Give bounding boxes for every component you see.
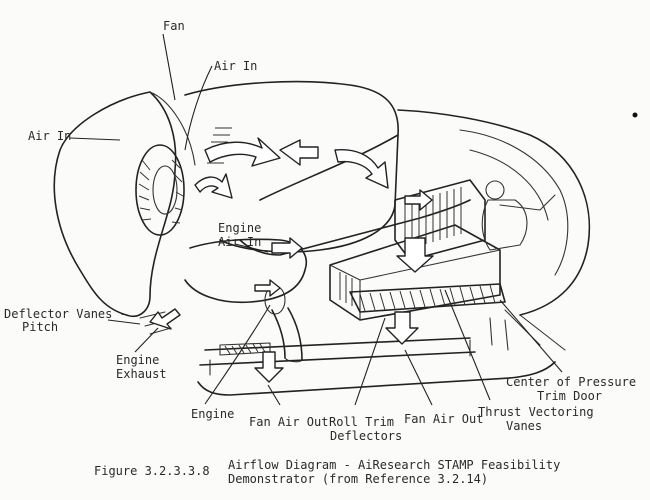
ink-dot (632, 112, 638, 118)
label-deflector-vanes-line2: Pitch (22, 320, 58, 334)
label-fan: Fan (163, 19, 185, 33)
label-thrust-vectoring-line1: Thrust Vectoring (478, 405, 594, 419)
label-deflector-vanes-line1: Deflector Vanes - (4, 307, 127, 321)
label-fan-air-out-left: Fan Air Out (249, 415, 328, 429)
pilot-figure-icon (481, 180, 556, 251)
leader-lines (69, 33, 563, 406)
caption-figure-number: Figure 3.2.3.3.8 (94, 464, 210, 478)
caption-line2: Demonstrator (from Reference 3.2.14) (228, 472, 488, 486)
label-engine-air-in-line1: Engine (218, 221, 261, 235)
label-fan-air-out-right: Fan Air Out (404, 412, 483, 426)
label-air-in-left: Air In (28, 129, 71, 143)
label-engine-exhaust-line1: Engine (116, 353, 159, 367)
label-engine-air-in-line2: Air In (218, 235, 261, 249)
label-roll-trim-line2: Deflectors (330, 429, 402, 443)
label-roll-trim-line1: Roll Trim (329, 415, 394, 429)
label-thrust-vectoring-line2: Vanes (506, 419, 542, 433)
label-air-in-top: Air In (214, 59, 257, 73)
airflow-arrows (149, 137, 434, 383)
label-center-of-pressure-line1: Center of Pressure (506, 375, 636, 389)
label-engine-exhaust-line2: Exhaust (116, 367, 167, 381)
caption-line1: Airflow Diagram - AiResearch STAMP Feasi… (228, 458, 560, 472)
label-center-of-pressure-line2: Trim Door (537, 389, 602, 403)
figure-caption: Figure 3.2.3.3.8 Airflow Diagram - AiRes… (94, 458, 560, 486)
vehicle-drawing-icon (53, 80, 591, 396)
label-engine: Engine (191, 407, 234, 421)
